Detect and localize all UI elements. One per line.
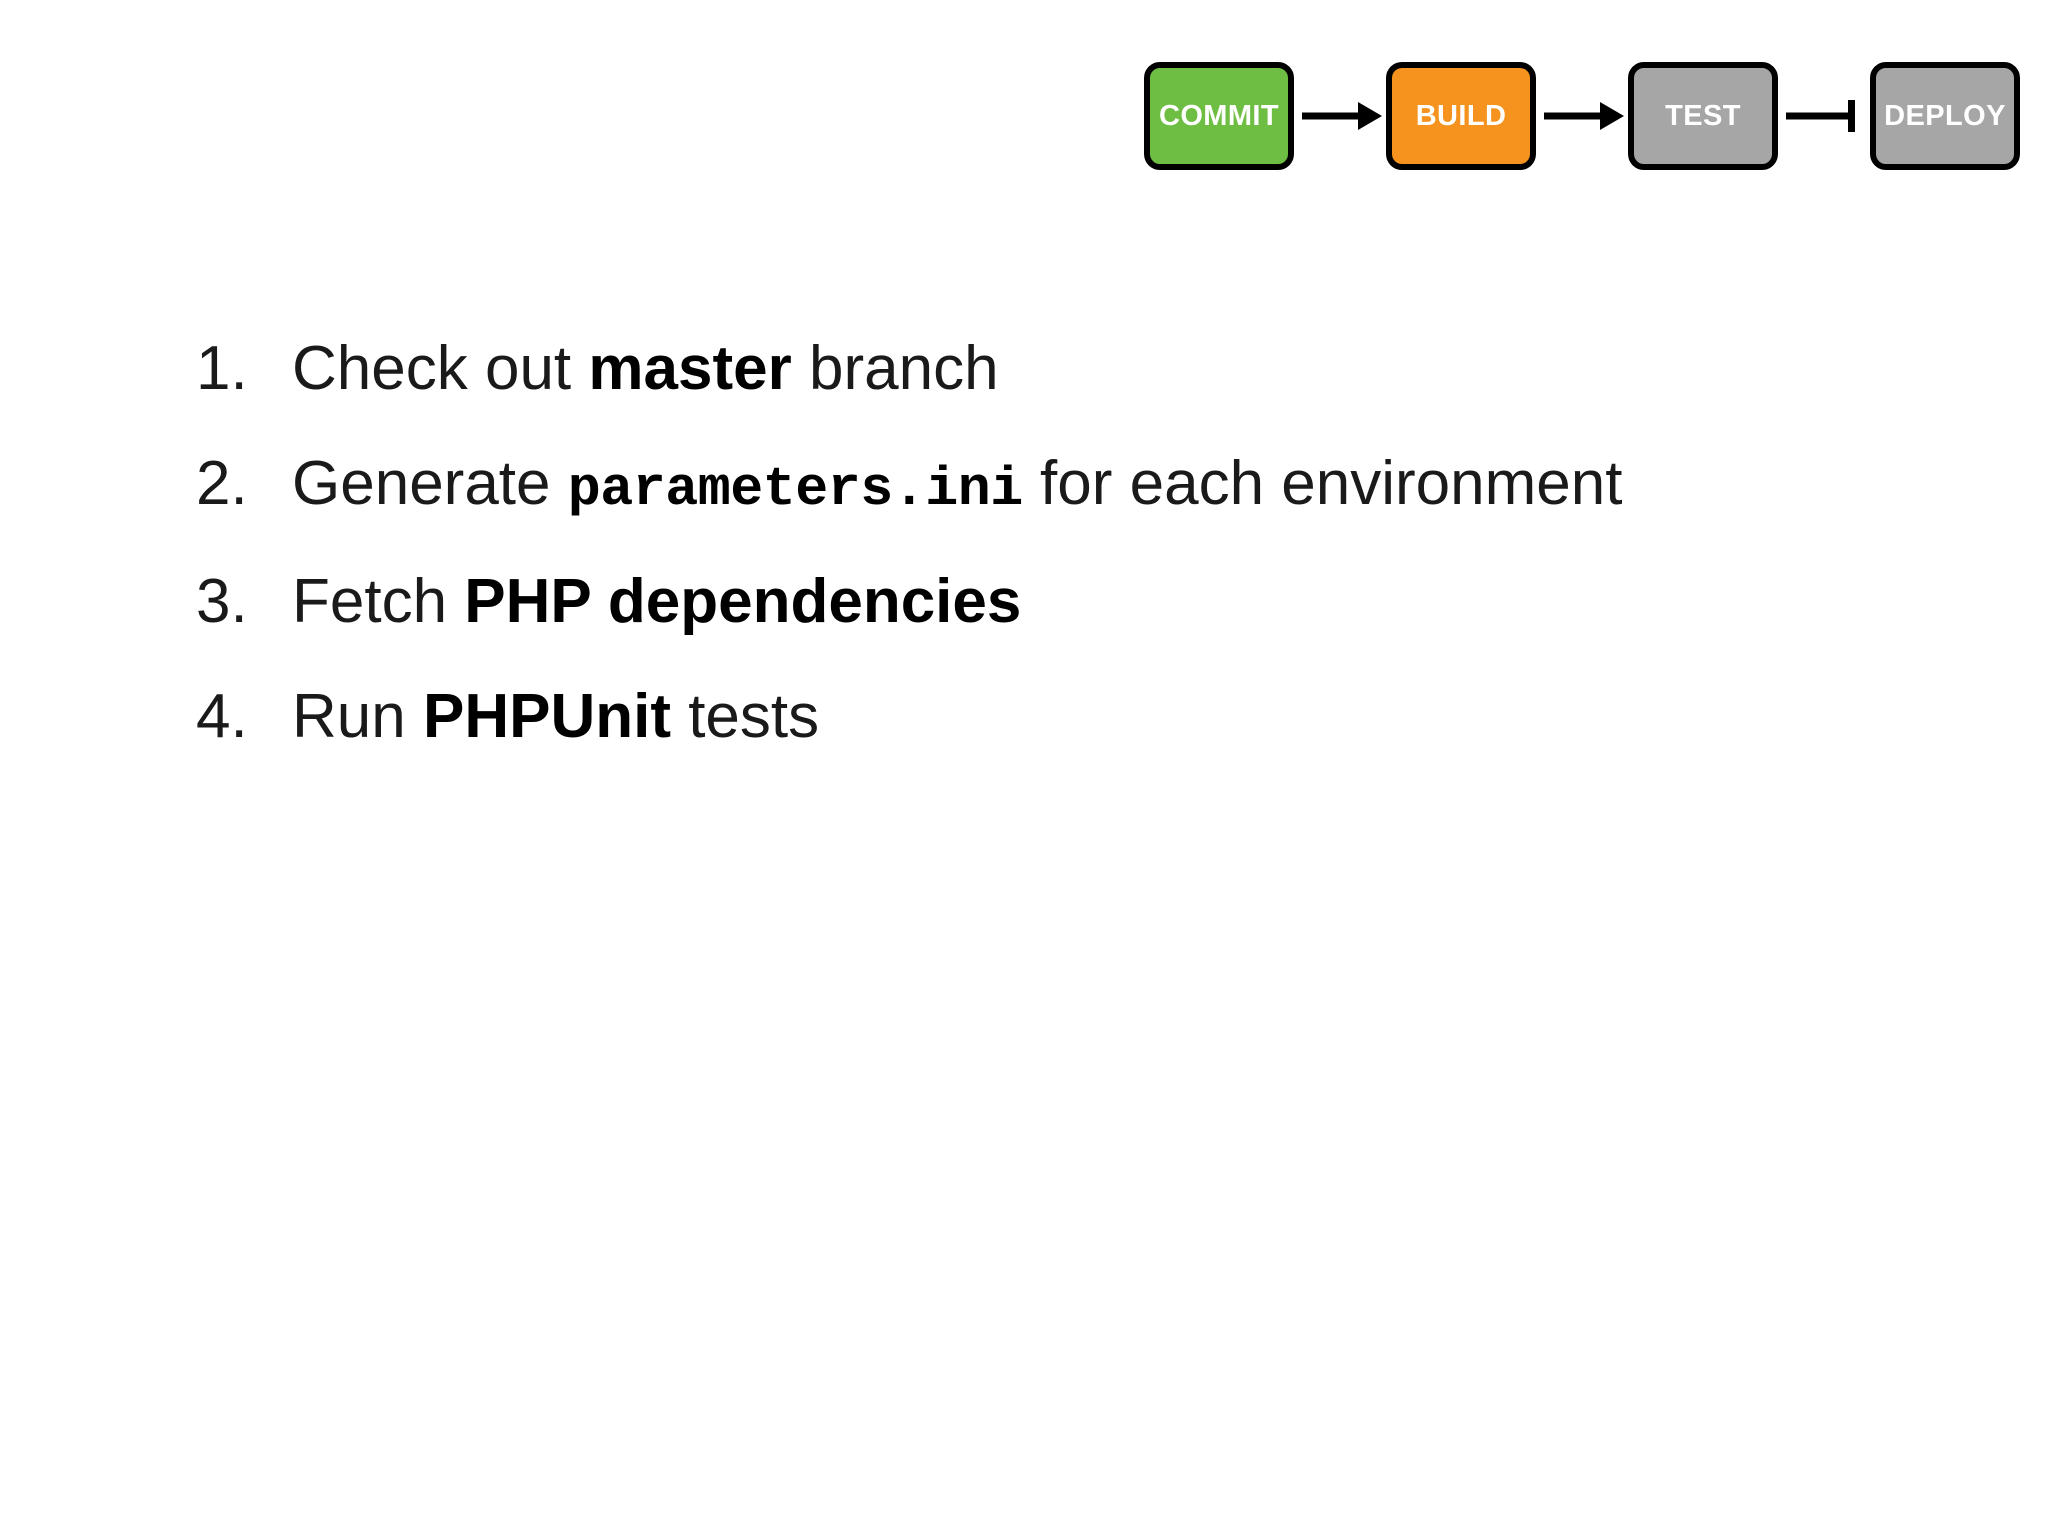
connector-shaft [1786,112,1850,120]
emphasis-text: PHP dependencies [464,567,1022,637]
pipeline-stage-label: TEST [1665,99,1741,132]
pipeline-connector-build-to-test-icon [1536,101,1628,131]
list-item-text: Generate parameters.ini for each environ… [292,449,1976,521]
list-item-text: Run PHPUnit tests [292,682,1976,751]
pipeline-stage-label: DEPLOY [1884,99,2006,132]
pipeline-stage-build[interactable]: BUILD [1386,62,1536,170]
plain-text: Generate [292,449,568,519]
plain-text: tests [670,682,820,752]
pipeline-stage-commit[interactable]: COMMIT [1144,62,1294,170]
list-item: 3. Fetch PHP dependencies [196,567,1976,636]
plain-text: Run [292,682,423,752]
list-item: 1. Check out master branch [196,334,1976,403]
arrowhead-icon [1600,102,1624,130]
pipeline-stage-label: COMMIT [1159,99,1279,132]
list-item: 2. Generate parameters.ini for each envir… [196,449,1976,521]
pipeline-diagram: COMMIT BUILD TEST DEPLOY [1144,62,2020,170]
plain-text: Check out [292,334,589,403]
inline-code: parameters.ini [567,458,1024,522]
list-item-number: 4. [196,682,248,752]
list-item: 4. Run PHPUnit tests [196,682,1976,751]
pipeline-stage-label: BUILD [1415,99,1507,132]
pipeline-stage-deploy[interactable]: DEPLOY [1870,62,2020,170]
tee-terminator-icon [1848,100,1855,132]
plain-text: for each environment [1022,449,1623,519]
list-item-number: 3. [196,567,248,637]
plain-text: Fetch [292,567,465,637]
connector-shaft [1302,112,1362,120]
pipeline-stage-test[interactable]: TEST [1628,62,1778,170]
arrowhead-icon [1358,102,1382,130]
emphasis-text: master [588,334,792,403]
list-item-number: 1. [196,334,248,403]
connector-shaft [1544,112,1604,120]
steps-list: 1. Check out master branch 2. Generate para… [196,334,1976,798]
plain-text: branch [791,334,999,403]
pipeline-connector-commit-to-build-icon [1294,101,1386,131]
emphasis-text: PHPUnit [422,682,671,752]
list-item-text: Check out master branch [292,334,1976,403]
pipeline-connector-test-to-deploy-icon [1778,100,1870,132]
list-item-text: Fetch PHP dependencies [292,567,1976,636]
list-item-number: 2. [196,449,248,519]
